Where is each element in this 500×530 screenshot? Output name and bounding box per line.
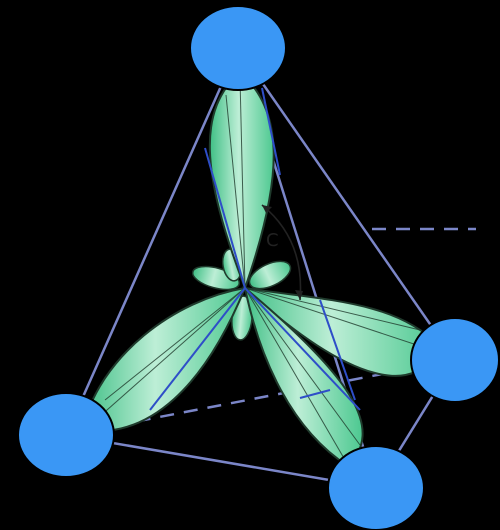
vertex-circle-bottom [328,446,424,530]
angle-label: C [266,230,279,251]
vertex-circle-right [411,318,499,402]
vertex-circle-top [190,6,286,90]
vertex-circle-left [18,393,114,477]
